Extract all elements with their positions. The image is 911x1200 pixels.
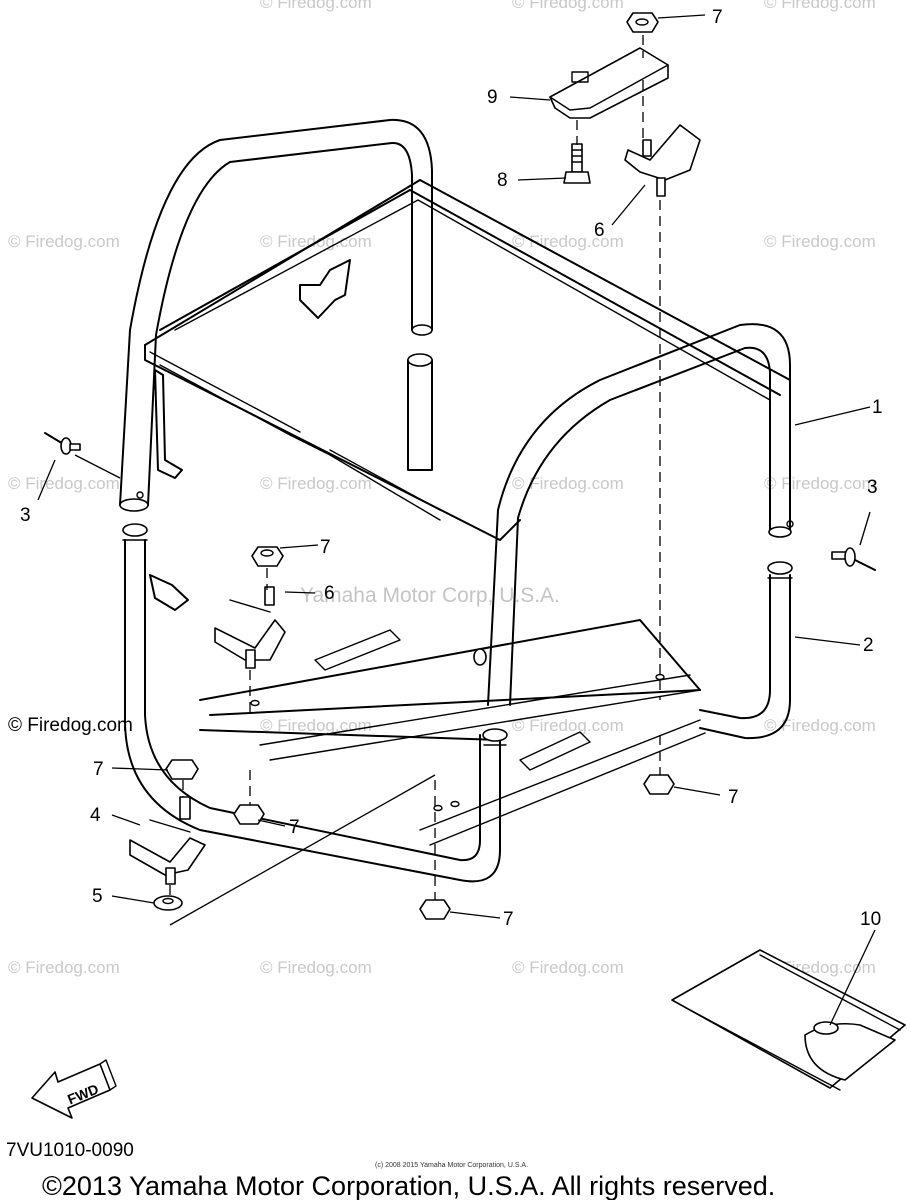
callout-8: 8 <box>497 170 508 191</box>
callout-leaders <box>37 14 876 1026</box>
nut-part-7 <box>233 804 265 825</box>
watermark-text: © Firedog.com <box>8 232 120 251</box>
pin-part-3-right <box>831 547 876 571</box>
nut-part-7 <box>419 899 451 920</box>
watermark-text: © Firedog.com <box>764 232 876 251</box>
callout-1: 1 <box>872 397 883 418</box>
callout-7: 7 <box>712 7 723 28</box>
watermark-text: © Firedog.com <box>512 958 624 977</box>
mount-part-4 <box>129 796 206 885</box>
watermark-text: © Firedog.com <box>764 0 876 12</box>
pin-part-3-left <box>44 432 81 455</box>
watermark-center: Yamaha Motor Corp, U.S.A. <box>300 584 560 607</box>
watermark-text: © Firedog.com <box>8 958 120 977</box>
watermark-text: © Firedog.com <box>764 474 876 493</box>
bolt-part-8 <box>563 143 591 184</box>
hardware <box>44 12 906 1091</box>
mount-part-6-upper <box>624 124 701 197</box>
watermark-grid: © Firedog.com © Firedog.com © Firedog.co… <box>8 0 876 977</box>
watermark-text: © Firedog.com <box>512 232 624 251</box>
callout-4: 4 <box>90 805 101 826</box>
callouts: 7 9 8 6 1 3 3 7 6 2 7 4 7 7 5 7 10 <box>20 7 883 930</box>
bracket-part-9 <box>549 47 669 119</box>
nut-part-7 <box>643 774 675 795</box>
firedog-mark: © Firedog.com <box>8 715 133 736</box>
upper-frame-part-1 <box>119 118 794 706</box>
fwd-arrow-icon: FWD <box>31 1059 117 1119</box>
callout-3: 3 <box>867 477 878 498</box>
callout-6: 6 <box>324 583 335 604</box>
sheet-part-10 <box>671 949 906 1091</box>
nut-part-7 <box>251 546 284 567</box>
copyright-notice: ©2013 Yamaha Motor Corporation, U.S.A. A… <box>42 1171 775 1200</box>
callout-3: 3 <box>20 505 31 526</box>
watermark-text: © Firedog.com <box>260 0 372 12</box>
watermark-text: © Firedog.com <box>512 474 624 493</box>
nut-part-7 <box>626 12 659 33</box>
callout-7: 7 <box>93 759 104 780</box>
watermark-text: © Firedog.com <box>260 474 372 493</box>
callout-10: 10 <box>860 909 881 930</box>
callout-7: 7 <box>320 537 331 558</box>
callout-7: 7 <box>289 817 300 838</box>
callout-7: 7 <box>728 787 739 808</box>
watermark-text: © Firedog.com <box>512 716 624 735</box>
callout-7: 7 <box>503 909 514 930</box>
diagram-code: 7VU1010-0090 <box>6 1140 134 1161</box>
callout-9: 9 <box>487 87 498 108</box>
watermark-text: © Firedog.com <box>8 474 120 493</box>
lower-frame-part-2 <box>122 523 793 883</box>
watermark-text: © Firedog.com <box>260 716 372 735</box>
callout-6: 6 <box>594 220 605 241</box>
nut-part-7 <box>165 759 199 780</box>
assembly-lines <box>169 35 661 926</box>
callout-2: 2 <box>863 635 874 656</box>
watermark-text: © Firedog.com <box>260 958 372 977</box>
small-print: (c) 2008 2015 Yamaha Motor Corporation, … <box>375 1162 528 1169</box>
washer-part-5 <box>153 895 183 911</box>
watermark-text: © Firedog.com <box>512 0 624 12</box>
watermark-text: © Firedog.com <box>764 716 876 735</box>
mount-part-6-lower <box>214 586 286 669</box>
callout-5: 5 <box>92 886 103 907</box>
